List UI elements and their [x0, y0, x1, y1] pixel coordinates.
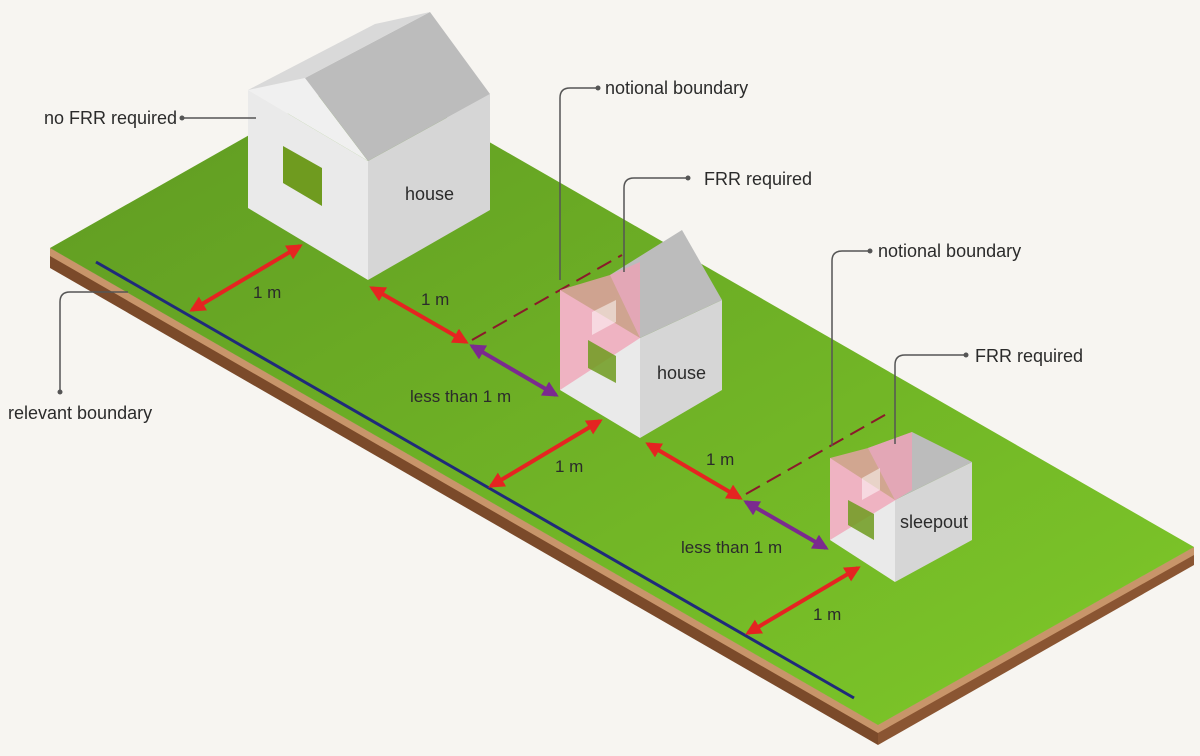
- house-2-side: [640, 300, 722, 438]
- label-frr-required-2: FRR required: [975, 346, 1083, 366]
- arrow-1m-house2-notional: [645, 442, 743, 500]
- dim-label-2: 1 m: [421, 290, 449, 309]
- arrow-1m-house1-boundary: [189, 244, 303, 312]
- leader-notional-2: [831, 250, 870, 446]
- arrow-1m-sleepout-boundary: [745, 566, 861, 635]
- sleepout-side: [895, 462, 972, 582]
- house-1-roof: [305, 12, 490, 161]
- leader-relevant: [59, 291, 128, 392]
- dim-label-6: less than 1 m: [681, 538, 782, 557]
- arrow-1m-house2-boundary: [488, 419, 603, 488]
- leader-frr-2: [894, 354, 966, 444]
- label-house-2: house: [657, 363, 706, 383]
- label-notional-boundary-2: notional boundary: [878, 241, 1021, 261]
- dim-label-4: 1 m: [555, 457, 583, 476]
- house-2: [560, 230, 722, 438]
- house-2-window-ghost: [592, 300, 616, 335]
- arrow-1m-house1-notional: [369, 286, 469, 344]
- dim-label-5: 1 m: [706, 450, 734, 469]
- label-house-1: house: [405, 184, 454, 204]
- dot-notional-2: [867, 248, 873, 254]
- label-frr-required-1: FRR required: [704, 169, 812, 189]
- dot-frr-1: [685, 175, 691, 181]
- house-1: [248, 12, 490, 280]
- notional-boundary-2: [745, 411, 891, 495]
- house-1-side: [368, 94, 490, 280]
- dim-label-7: 1 m: [813, 605, 841, 624]
- dot-notional-1: [595, 85, 601, 91]
- notional-boundary-1: [471, 254, 623, 341]
- soil-top-edge: [50, 248, 878, 733]
- dot-no-frr: [179, 115, 185, 121]
- callout-leaders: [59, 87, 966, 446]
- leader-frr-1: [623, 177, 688, 272]
- relevant-boundary-line: [95, 260, 855, 700]
- dimension-arrows: [189, 244, 861, 635]
- leader-notional-1: [559, 87, 598, 280]
- label-sleepout: sleepout: [900, 512, 968, 532]
- dot-relevant: [57, 389, 63, 395]
- dot-frr-2: [963, 352, 969, 358]
- house-2-window: [588, 340, 616, 383]
- sleepout: [830, 432, 972, 582]
- sleepout-window-ghost: [862, 468, 880, 500]
- label-no-frr: no FRR required: [44, 108, 177, 128]
- callout-dots: [57, 85, 969, 395]
- house-1-roof-ridge: [248, 12, 430, 90]
- arrow-lt1m-house2: [469, 344, 559, 397]
- label-relevant-boundary: relevant boundary: [8, 403, 152, 423]
- soil-top-edge-right: [878, 547, 1194, 733]
- sleepout-window: [848, 500, 874, 540]
- dim-label-3: less than 1 m: [410, 387, 511, 406]
- house-1-window: [283, 146, 322, 206]
- label-notional-boundary-1: notional boundary: [605, 78, 748, 98]
- arrow-lt1m-sleepout: [743, 500, 829, 550]
- house-1-gable: [248, 78, 368, 161]
- dim-label-1: 1 m: [253, 283, 281, 302]
